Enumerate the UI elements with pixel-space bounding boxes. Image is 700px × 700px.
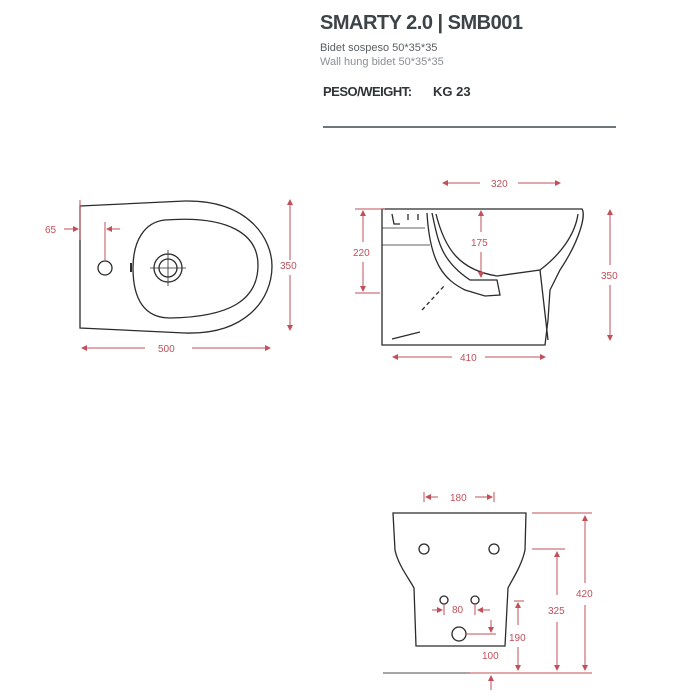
dim-top-length: 500 bbox=[158, 344, 175, 355]
dim-rear-total-height: 420 bbox=[576, 589, 593, 600]
top-view bbox=[79, 200, 273, 334]
subtitle-english: Wall hung bidet 50*35*35 bbox=[320, 56, 444, 68]
dim-side-top-length: 320 bbox=[491, 179, 508, 190]
dim-top-width: 350 bbox=[280, 261, 297, 272]
dim-rear-drain-height: 190 bbox=[509, 633, 526, 644]
dim-side-height: 350 bbox=[601, 271, 618, 282]
side-view-dimensions bbox=[355, 180, 613, 360]
dim-rear-lower-spacing: 80 bbox=[452, 605, 464, 616]
dim-bowl-depth: 175 bbox=[471, 238, 488, 249]
rear-view-dimensions bbox=[423, 492, 592, 690]
dim-side-base-length: 410 bbox=[460, 353, 477, 364]
dim-rear-top-span: 180 bbox=[450, 493, 467, 504]
dim-hole-offset: 65 bbox=[45, 225, 57, 236]
header-divider bbox=[323, 126, 616, 128]
dim-mount-height: 220 bbox=[353, 248, 370, 259]
dim-rear-upper-holes: 325 bbox=[548, 606, 565, 617]
dim-rear-drain-offset: 100 bbox=[482, 651, 499, 662]
side-view bbox=[381, 208, 584, 346]
rear-view bbox=[383, 512, 527, 674]
weight-value: KG 23 bbox=[433, 84, 471, 99]
weight-label: PESO/WEIGHT: bbox=[323, 84, 412, 99]
top-view-dimensions bbox=[64, 199, 293, 351]
subtitle-italian: Bidet sospeso 50*35*35 bbox=[320, 42, 438, 54]
product-title: SMARTY 2.0 | SMB001 bbox=[320, 12, 523, 34]
